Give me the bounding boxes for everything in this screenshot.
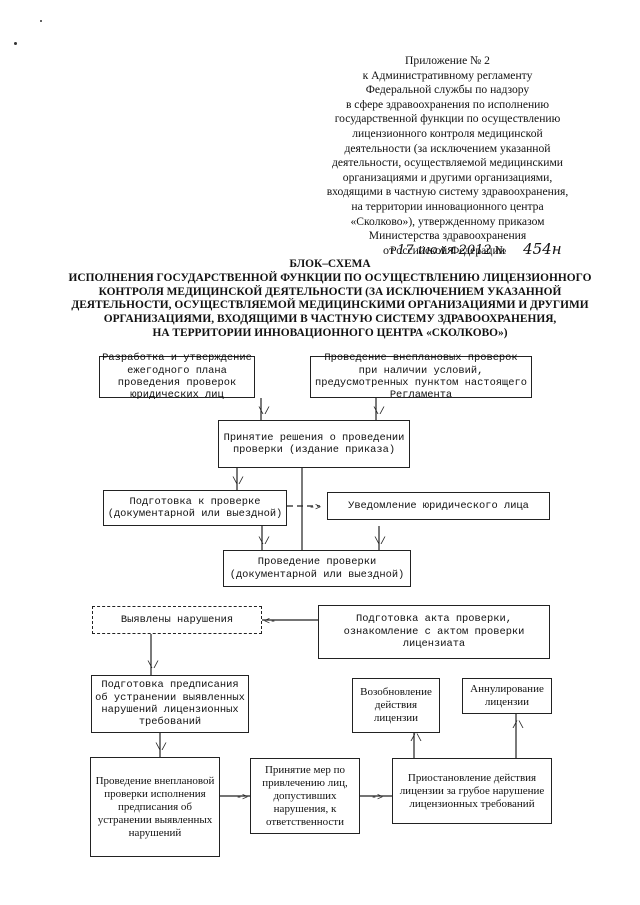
title-line: КОНТРОЛЯ МЕДИЦИНСКОЙ ДЕЯТЕЛЬНОСТИ (ЗА ИС… bbox=[98, 285, 562, 298]
scan-speck bbox=[40, 20, 42, 22]
header-line: государственной функции по осуществлению bbox=[334, 112, 561, 126]
arrow-down: \/ bbox=[258, 536, 270, 548]
header-line: входящими в частную систему здравоохране… bbox=[326, 185, 569, 199]
header-line: к Административному регламенту bbox=[362, 68, 533, 82]
header-line: организациями и другими организациями, bbox=[342, 170, 553, 184]
box-license-resumption: Возобновление действия лицензии bbox=[352, 678, 440, 733]
appendix-header: Приложение № 2 к Административному регла… bbox=[300, 54, 595, 258]
arrow-left: <- bbox=[264, 617, 276, 628]
header-line: в сфере здравоохранения по исполнению bbox=[345, 97, 550, 111]
box-inspection-act: Подготовка акта проверки, ознакомление с… bbox=[318, 605, 550, 659]
title-line: ДЕЯТЕЛЬНОСТИ, ОСУЩЕСТВЛЯЕМОЙ МЕДИЦИНСКИМ… bbox=[71, 299, 589, 312]
title-line: БЛОК–СХЕМА bbox=[289, 258, 371, 270]
box-legal-entity-notification: Уведомление юридического лица bbox=[327, 492, 550, 520]
arrow-right: -> bbox=[371, 793, 383, 804]
arrow-up: /\ bbox=[410, 733, 422, 745]
header-line: Министерства здравоохранения bbox=[368, 229, 527, 243]
title-line: ОРГАНИЗАЦИЯМИ, ВХОДЯЩИМИ В ЧАСТНУЮ СИСТЕ… bbox=[103, 313, 557, 326]
header-line: деятельности (за исключением указанной bbox=[344, 141, 551, 155]
header-line: Российской Федерации bbox=[390, 243, 505, 257]
box-conduct-inspection: Проведение проверки (документарной или в… bbox=[223, 550, 411, 587]
arrow-down: \/ bbox=[373, 406, 385, 418]
arrow-down: \/ bbox=[147, 660, 159, 672]
arrow-down: \/ bbox=[232, 476, 244, 488]
header-line: Приложение № 2 bbox=[405, 54, 490, 67]
arrow-right: -> bbox=[309, 503, 321, 514]
handwritten-number: 454н bbox=[523, 240, 562, 258]
header-line: на территории инновационного центра bbox=[351, 199, 544, 213]
box-inspection-preparation: Подготовка к проверке (документарной или… bbox=[103, 490, 287, 526]
arrow-right: -> bbox=[236, 793, 248, 804]
box-liability-measures: Принятие мер по привлечению лиц, допусти… bbox=[250, 758, 360, 834]
title-line: ИСПОЛНЕНИЯ ГОСУДАРСТВЕННОЙ ФУНКЦИИ ПО ОС… bbox=[68, 271, 592, 284]
box-unplanned-inspections: Проведение внеплановых проверок при нали… bbox=[310, 352, 532, 401]
arrow-down: \/ bbox=[155, 742, 167, 754]
number-sign: № bbox=[494, 243, 507, 257]
arrow-down: \/ bbox=[258, 406, 270, 418]
scan-speck bbox=[14, 42, 17, 45]
header-line: лицензионного контроля медицинской bbox=[352, 126, 543, 140]
box-followup-inspection: Проведение внеплановой проверки исполнен… bbox=[90, 757, 220, 857]
box-prescription-preparation: Подготовка предписания об устранении выя… bbox=[91, 675, 249, 733]
box-violations-found: Выявлены нарушения bbox=[92, 606, 262, 634]
header-line: Федеральной службы по надзору bbox=[365, 83, 530, 97]
handwritten-date: 17 июля 2012 bbox=[397, 243, 492, 258]
arrow-up: /\ bbox=[512, 720, 524, 732]
box-annual-plan: Разработка и утверждение ежегодного план… bbox=[99, 352, 255, 401]
title-line: НА ТЕРРИТОРИИ ИННОВАЦИОННОГО ЦЕНТРА «СКО… bbox=[152, 326, 508, 339]
box-inspection-decision: Принятие решения о проведении проверки (… bbox=[218, 420, 410, 468]
box-license-annulment: Аннулирование лицензии bbox=[462, 678, 552, 714]
date-prefix: от bbox=[383, 243, 395, 257]
flowchart-title: БЛОК–СХЕМА ИСПОЛНЕНИЯ ГОСУДАРСТВЕННОЙ ФУ… bbox=[60, 258, 600, 341]
arrow-down: \/ bbox=[374, 536, 386, 548]
order-date-number: от 17 июля 2012 № 454н bbox=[383, 240, 562, 258]
box-license-suspension: Приостановление действия лицензии за гру… bbox=[392, 758, 552, 824]
header-line: деятельности, осуществляемой медицинским… bbox=[331, 156, 563, 170]
header-line: «Сколково»), утвержденному приказом bbox=[350, 214, 545, 228]
